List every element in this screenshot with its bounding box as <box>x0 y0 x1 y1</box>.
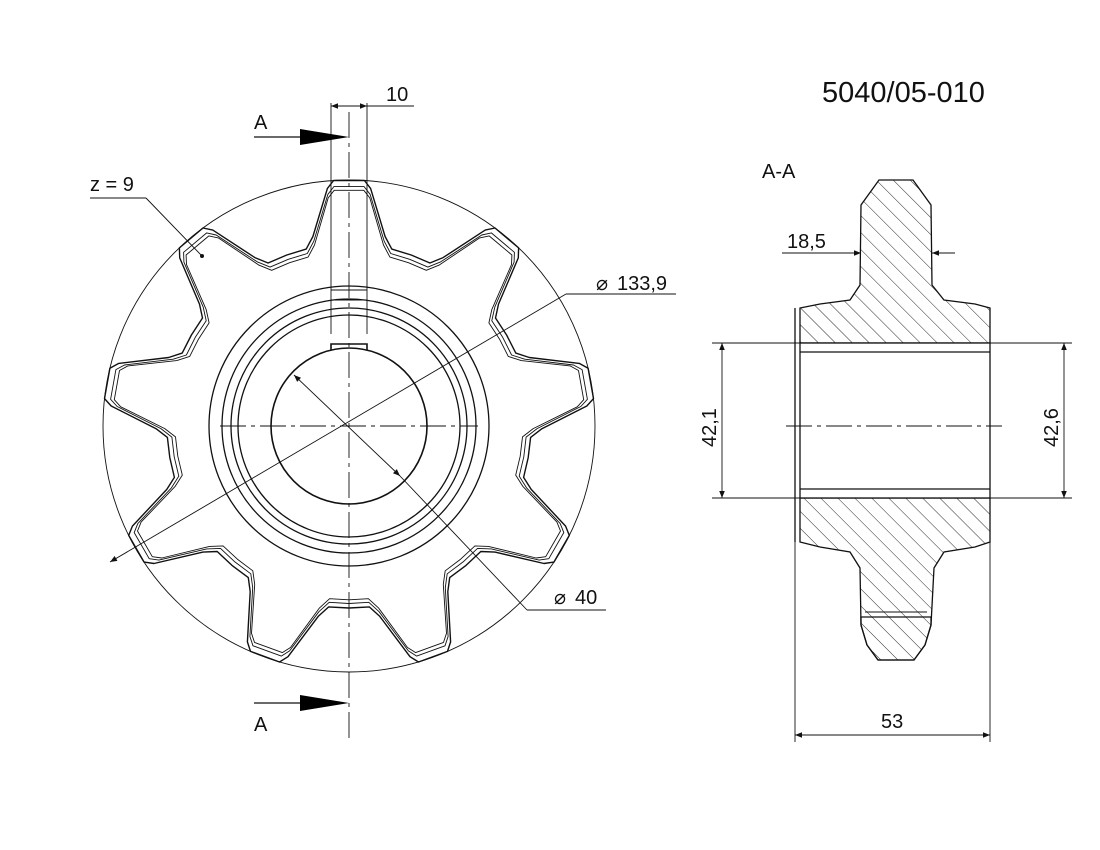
gear-tooth-chamfer-2 <box>113 189 585 654</box>
bore-diameter-label: 40 <box>575 587 597 609</box>
section-label: A-A <box>762 161 796 183</box>
lower-tooth-tip <box>860 616 932 661</box>
section-view: A-A 18,5 42,1 42,6 53 <box>699 161 1072 742</box>
gear-tooth-chamfer-1 <box>110 186 588 657</box>
cut-marker-bottom: A <box>254 714 268 736</box>
drawing-number: 5040/05-010 <box>822 77 985 109</box>
bore-left-label: 42,1 <box>699 408 721 447</box>
tooth-count-dot <box>200 254 204 258</box>
length-label: 53 <box>881 711 903 733</box>
cut-arrow-top-head <box>300 129 349 145</box>
outer-diameter-symbol: ⌀ <box>596 273 608 295</box>
cut-marker-top: A <box>254 112 268 134</box>
front-view: A A 10 z = 9 ⌀ 133,9 ⌀ 40 <box>90 84 676 740</box>
bore-right-label: 42,6 <box>1041 408 1063 447</box>
section-upper-body <box>799 179 991 344</box>
gear-profile <box>103 179 595 663</box>
tooth-count-label: z = 9 <box>90 174 134 196</box>
gear-tooth-outline <box>103 179 595 663</box>
tooth-count-leader <box>145 197 203 257</box>
section-bore <box>799 342 991 499</box>
outer-diameter-dim-line <box>109 293 567 563</box>
bore-diameter-symbol: ⌀ <box>554 587 566 609</box>
cut-arrow-bottom-head <box>300 695 349 711</box>
bore-diameter-dim-line <box>293 374 401 477</box>
section-lower-body <box>799 497 991 661</box>
outer-diameter-label: 133,9 <box>617 273 667 295</box>
tooth-width-label: 18,5 <box>787 231 826 253</box>
bore-diameter-leader-diag <box>399 475 528 611</box>
key-width-label: 10 <box>386 84 408 106</box>
